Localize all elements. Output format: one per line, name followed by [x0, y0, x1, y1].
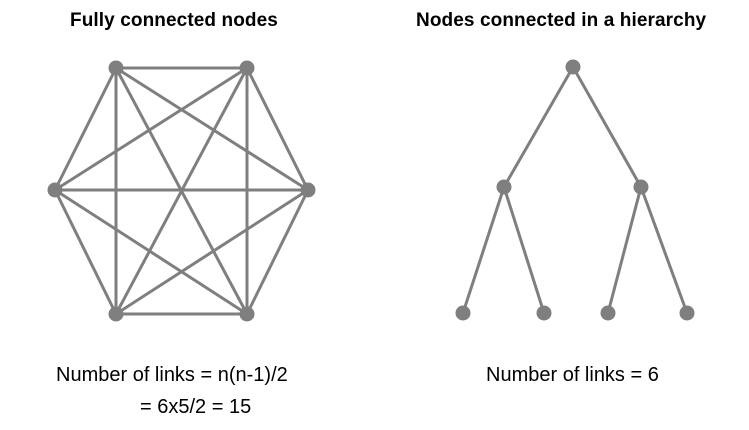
- hierarchy-title: Nodes connected in a hierarchy: [416, 10, 707, 31]
- tree-edge-0: [502, 65, 575, 189]
- full-node-1: [239, 60, 255, 76]
- tree-root-node: [565, 59, 581, 75]
- tree-edge-1: [571, 65, 643, 189]
- fully-connected-title: Fully connected nodes: [70, 10, 278, 31]
- tree-edge-4: [606, 185, 643, 315]
- tree-leaf-node-1: [536, 305, 552, 321]
- full-edge-0-5: [53, 66, 118, 192]
- fully-connected-graph: [47, 60, 316, 322]
- full-node-3: [239, 306, 255, 322]
- full-node-4: [108, 306, 124, 322]
- full-edge-1-5: [53, 66, 249, 192]
- full-node-5: [47, 182, 63, 198]
- tree-mid-node-right: [633, 179, 649, 195]
- tree-leaf-node-2: [600, 305, 616, 321]
- full-edge-0-2: [114, 66, 310, 192]
- fully-connected-result: = 6x5/2 = 15: [140, 396, 252, 418]
- full-edge-4-5: [53, 188, 118, 316]
- tree-leaf-node-0: [455, 305, 471, 321]
- full-edge-2-4: [114, 188, 310, 316]
- hierarchy-link-count: Number of links = 6: [486, 364, 659, 386]
- full-node-0: [108, 60, 124, 76]
- full-node-2: [300, 182, 316, 198]
- tree-edge-3: [502, 185, 546, 315]
- full-edge-1-2: [245, 66, 310, 192]
- tree-mid-node-left: [496, 179, 512, 195]
- hierarchy-graph: [455, 59, 695, 321]
- tree-leaf-node-3: [679, 305, 695, 321]
- tree-edge-5: [639, 185, 689, 315]
- tree-edge-2: [461, 185, 506, 315]
- full-edge-2-3: [245, 188, 310, 316]
- fully-connected-formula: Number of links = n(n-1)/2: [56, 364, 288, 386]
- full-edge-3-5: [53, 188, 249, 316]
